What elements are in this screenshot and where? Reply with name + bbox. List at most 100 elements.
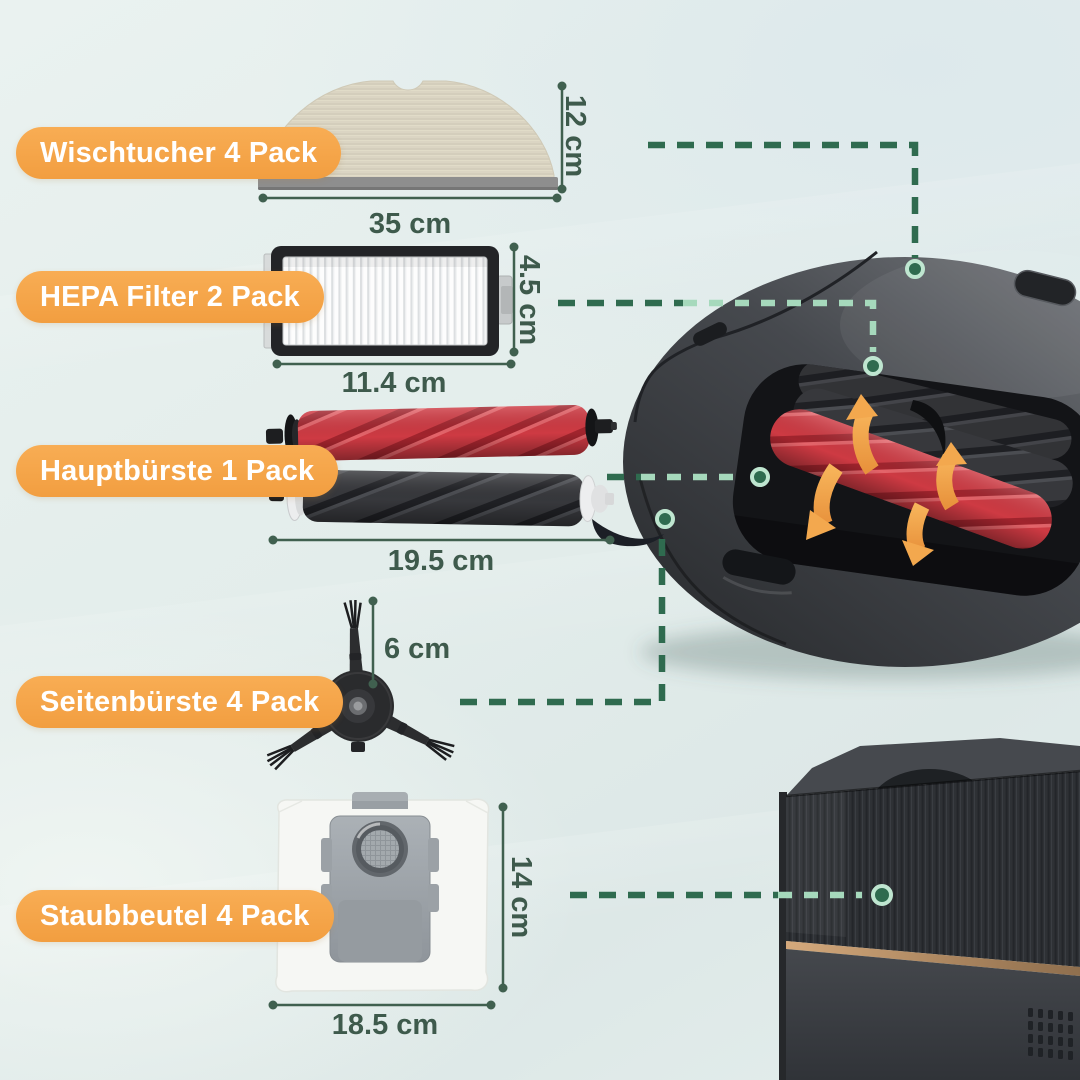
dust-bag-top-tab-shadow bbox=[352, 801, 408, 809]
label-text: Wischtucher 4 Pack bbox=[40, 136, 318, 169]
dust-bag-width-label: 18.5 cm bbox=[332, 1009, 438, 1041]
side-brush-dimensions: 6 cm bbox=[368, 596, 450, 689]
connector-dot bbox=[750, 467, 770, 487]
dim-dot bbox=[509, 347, 519, 357]
station-vent-grid bbox=[1028, 1008, 1073, 1060]
dust-bag-port-glint bbox=[356, 822, 381, 839]
side-brush-clip bbox=[351, 742, 365, 752]
label-text: Staubbeutel 4 Pack bbox=[40, 899, 310, 932]
red-brush-axle-tip bbox=[610, 422, 617, 431]
station-top-edge bbox=[785, 769, 1080, 798]
main-brush-dimensions: 19.5 cm bbox=[268, 535, 615, 577]
arrow-down-left-head bbox=[806, 510, 836, 540]
robot-top-button bbox=[1013, 269, 1077, 307]
dust-bag-fold-right bbox=[465, 800, 489, 814]
rotation-arrows bbox=[806, 394, 967, 566]
dim-dot bbox=[506, 359, 516, 369]
connector-sidebrush-to-robot bbox=[460, 534, 666, 706]
hepa-clip-right-inner bbox=[501, 286, 513, 314]
station-top-face bbox=[786, 738, 1080, 796]
dim-dot bbox=[272, 359, 282, 369]
dim-dot bbox=[509, 242, 519, 252]
dust-bag-wing bbox=[428, 884, 439, 912]
black-brush-shade bbox=[302, 469, 585, 527]
label-pill-hepa: HEPA Filter 2 Pack bbox=[16, 271, 324, 323]
dust-bag-wing bbox=[428, 838, 439, 872]
station-trim-line bbox=[786, 941, 1080, 976]
connector-hepa-to-robot-light bbox=[683, 299, 877, 352]
arrow-up-right-head bbox=[936, 442, 967, 466]
robot-vacuum-illustration bbox=[623, 250, 1080, 680]
hepa-height-label: 4.5 cm bbox=[513, 255, 545, 345]
connector-lines bbox=[460, 141, 925, 906]
mop-dimensions: 12 cm 35 cm bbox=[258, 81, 591, 240]
dust-bag-height-label: 14 cm bbox=[505, 856, 537, 938]
robot-front-seam bbox=[638, 477, 787, 646]
black-brush-cap-tip bbox=[604, 492, 615, 506]
side-brush-illustration bbox=[266, 599, 455, 771]
station-lower-face bbox=[786, 949, 1080, 1080]
connector-dot bbox=[863, 356, 883, 376]
dim-dot bbox=[486, 1000, 496, 1010]
red-brush-axle-left bbox=[265, 428, 284, 444]
hepa-filter-illustration bbox=[263, 246, 513, 356]
dust-bag-mount-lower bbox=[338, 900, 422, 962]
mop-strip-edge bbox=[258, 187, 558, 190]
dust-bag-illustration bbox=[275, 792, 490, 993]
red-brush-flange-right bbox=[585, 408, 599, 447]
black-brush-hub-right bbox=[591, 484, 610, 513]
station-front-sheen bbox=[786, 791, 846, 937]
hepa-width-label: 11.4 cm bbox=[342, 367, 447, 399]
dim-dot bbox=[368, 596, 378, 606]
connector-dot bbox=[905, 259, 925, 279]
robot-handle-slot bbox=[722, 549, 796, 585]
connector-mop-to-robot bbox=[648, 141, 919, 258]
dim-dot bbox=[557, 81, 567, 91]
station-handle-arch bbox=[867, 768, 992, 812]
red-brush-axle-right bbox=[594, 419, 613, 434]
station-left-bevel bbox=[779, 792, 787, 1080]
main-brush-red-illustration bbox=[265, 404, 617, 461]
dim-dot bbox=[268, 535, 278, 545]
side-brush-arm bbox=[343, 599, 364, 681]
hepa-dimensions: 4.5 cm 11.4 cm bbox=[272, 242, 545, 399]
label-pill-side-brush: Seitenbürste 4 Pack bbox=[16, 676, 344, 728]
label-text: Hauptbürste 1 Pack bbox=[40, 454, 315, 487]
main-brush-length-label: 19.5 cm bbox=[388, 545, 494, 577]
label-pill-mop: Wischtucher 4 Pack bbox=[16, 127, 342, 179]
dim-dot bbox=[605, 535, 615, 545]
label-text: Seitenbürste 4 Pack bbox=[40, 685, 320, 718]
hepa-pleats-shadow bbox=[283, 257, 487, 267]
dock-station-illustration bbox=[779, 738, 1080, 1080]
robot-brush-bay-contents bbox=[724, 360, 1080, 604]
mop-width-label: 35 cm bbox=[369, 208, 451, 240]
label-text: HEPA Filter 2 Pack bbox=[40, 280, 300, 313]
station-front-ribbed bbox=[786, 771, 1080, 967]
dust-bag-dimensions: 14 cm 18.5 cm bbox=[268, 802, 537, 1041]
bay-rear-roller bbox=[798, 360, 1072, 460]
dim-dot bbox=[368, 679, 378, 689]
bay-dustbin-handle bbox=[910, 400, 946, 456]
dim-dot bbox=[552, 193, 562, 203]
dust-bag-port-mesh bbox=[361, 830, 399, 868]
arrow-down-mid bbox=[906, 502, 930, 554]
arrow-down-mid-head bbox=[902, 540, 934, 566]
connector-dot bbox=[871, 884, 893, 906]
mop-height-label: 12 cm bbox=[559, 95, 591, 177]
dim-dot bbox=[498, 983, 508, 993]
dim-dot bbox=[498, 802, 508, 812]
dust-bag-wing bbox=[321, 838, 332, 872]
bay-shadow bbox=[724, 512, 1080, 604]
connector-dot bbox=[655, 509, 675, 529]
dim-dot bbox=[258, 193, 268, 203]
arrow-up-left-head bbox=[846, 394, 878, 420]
side-brush-screw-center bbox=[353, 701, 363, 711]
robot-handle-slot-bevel bbox=[722, 576, 792, 595]
dim-dot bbox=[557, 184, 567, 194]
mop-strip bbox=[258, 177, 558, 190]
bay-red-roller-shade bbox=[770, 409, 1052, 549]
side-brush-height-label: 6 cm bbox=[384, 633, 450, 665]
dust-bag-fold-left bbox=[278, 800, 303, 813]
